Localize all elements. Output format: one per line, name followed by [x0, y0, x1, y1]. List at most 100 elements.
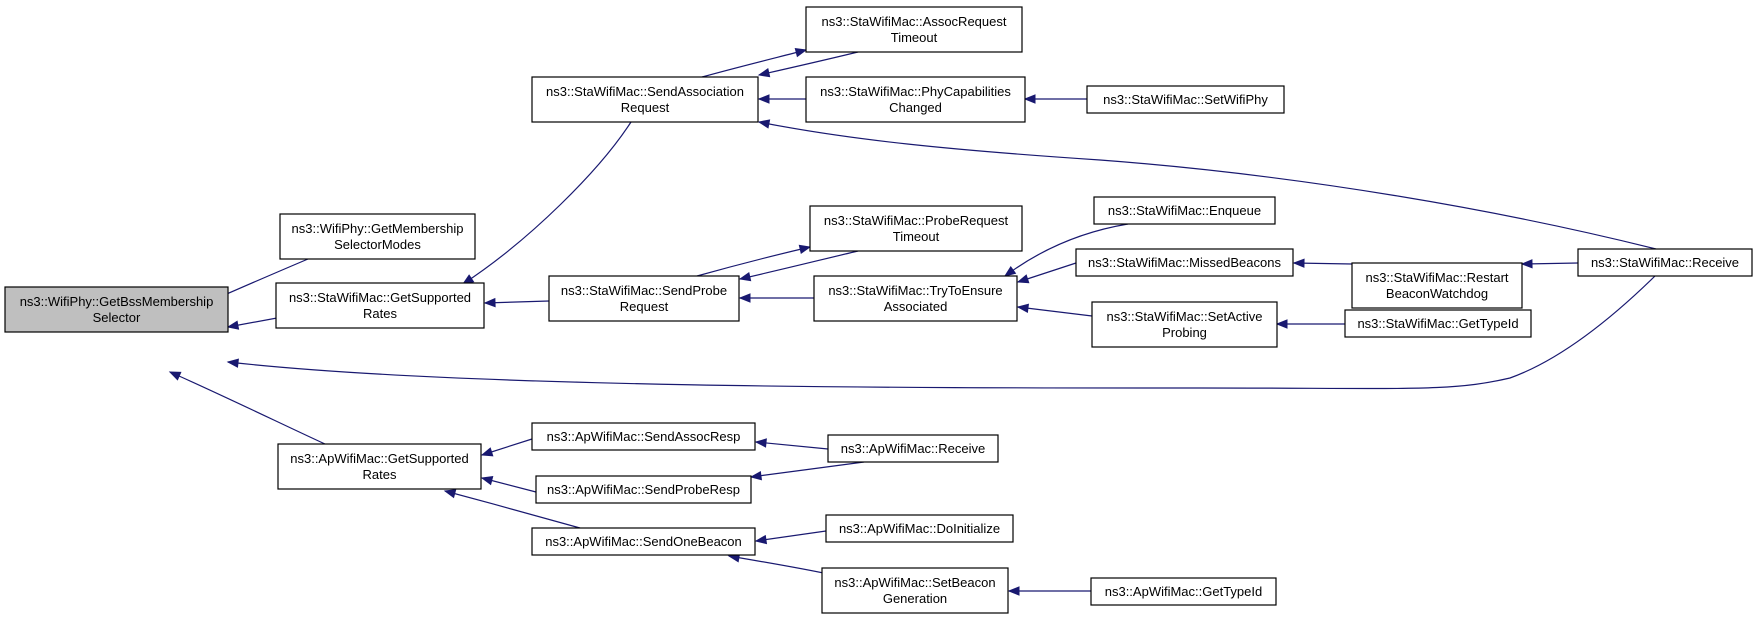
- edge-ap_doinit-to-ap_sob: [755, 530, 827, 542]
- node-box: [825, 514, 1014, 543]
- edge-sta_sar-to-sta_art: [701, 49, 807, 78]
- node-label: ns3::ApWifiMac::SetBeacon: [834, 575, 995, 590]
- edge-ap_recv-to-ap_spr: [750, 461, 865, 478]
- node-ap_doinit[interactable]: ns3::ApWifiMac::DoInitialize: [825, 514, 1014, 543]
- edge-ap_sbg-to-ap_sob: [728, 555, 829, 575]
- node-label: ns3::StaWifiMac::SetWifiPhy: [1103, 92, 1268, 107]
- node-label: ns3::ApWifiMac::SendAssocResp: [547, 429, 741, 444]
- edge-sta_sap-to-sta_ttea: [1017, 306, 1093, 317]
- edge-sta_recv-to-sta_sar: [758, 121, 1657, 250]
- node-box: [535, 475, 752, 504]
- node-box: [4, 286, 229, 333]
- node-label: ns3::ApWifiMac::Receive: [841, 441, 986, 456]
- node-sta_enq[interactable]: ns3::StaWifiMac::Enqueue: [1093, 196, 1276, 225]
- node-box: [279, 213, 476, 260]
- node-label: ns3::StaWifiMac::PhyCapabilities: [820, 84, 1011, 99]
- node-label: Changed: [889, 100, 942, 115]
- arrowhead-sta_ttea-to-sta_spr: [738, 293, 751, 303]
- nodes-layer: ns3::WifiPhy::GetBssMembershipSelectorns…: [4, 6, 1753, 614]
- arrowhead-sta_recv-to-sta_rbw: [1520, 259, 1533, 269]
- node-label: Request: [620, 299, 669, 314]
- arrowhead-sta_sap-to-sta_ttea: [1016, 303, 1029, 313]
- node-box: [1351, 262, 1523, 309]
- node-box: [1091, 301, 1278, 348]
- node-box: [277, 443, 482, 490]
- node-label: ns3::StaWifiMac::TryToEnsure: [828, 283, 1002, 298]
- node-box: [805, 6, 1023, 53]
- node-box: [531, 422, 756, 451]
- node-label: ns3::StaWifiMac::ProbeRequest: [824, 213, 1009, 228]
- arrowhead-sta_sar-to-sta_art: [794, 48, 808, 58]
- node-box: [275, 282, 485, 329]
- arrowhead-sta_spr-to-sta_gsr: [483, 297, 496, 308]
- edge-sta_recv-to-root: [227, 275, 1656, 390]
- arrowhead-ap_gsr-to-root: [168, 371, 182, 381]
- node-sta_swp[interactable]: ns3::StaWifiMac::SetWifiPhy: [1086, 85, 1285, 114]
- node-label: ns3::WifiPhy::GetMembership: [292, 221, 464, 236]
- node-sta_mb[interactable]: ns3::StaWifiMac::MissedBeacons: [1075, 248, 1294, 277]
- node-box: [827, 434, 999, 463]
- arrowhead-ap_recv-to-ap_spr: [749, 470, 763, 481]
- node-sta_recv[interactable]: ns3::StaWifiMac::Receive: [1577, 248, 1753, 277]
- node-sta_gti[interactable]: ns3::StaWifiMac::GetTypeId: [1344, 309, 1532, 338]
- node-label: Rates: [363, 467, 397, 482]
- arrowhead-sta_mb-to-sta_ttea: [1016, 274, 1030, 284]
- arrowhead-sta_recv-to-root: [226, 358, 239, 368]
- node-box: [805, 76, 1026, 123]
- node-label: ns3::StaWifiMac::SendAssociation: [546, 84, 744, 99]
- node-label: ns3::StaWifiMac::GetTypeId: [1357, 316, 1518, 331]
- node-box: [1093, 196, 1276, 225]
- edge-sta_spr-to-sta_gsr: [484, 300, 550, 304]
- arrowhead-ap_spr-to-ap_gsr: [480, 476, 494, 486]
- edge-sta_art-to-sta_sar: [758, 51, 859, 76]
- edges-layer: [164, 48, 1657, 596]
- arrowhead-sta_enq-to-sta_ttea: [1003, 265, 1017, 277]
- node-box: [813, 275, 1018, 322]
- arrowhead-ap_sar-to-ap_gsr: [480, 447, 494, 457]
- node-label: ns3::ApWifiMac::SendOneBeacon: [545, 534, 742, 549]
- node-label: Timeout: [891, 30, 938, 45]
- edge-sta_spr-to-sta_prt: [696, 246, 811, 277]
- node-label: ns3::ApWifiMac::GetTypeId: [1105, 584, 1263, 599]
- node-label: ns3::StaWifiMac::Restart: [1365, 270, 1508, 285]
- node-box: [548, 275, 740, 322]
- node-label: Generation: [883, 591, 947, 606]
- node-ap_recv[interactable]: ns3::ApWifiMac::Receive: [827, 434, 999, 463]
- node-box: [1577, 248, 1753, 277]
- node-label: ns3::StaWifiMac::Enqueue: [1108, 203, 1261, 218]
- arrowhead-sta_rbw-to-sta_mb: [1292, 258, 1305, 268]
- node-label: Selector: [93, 310, 141, 325]
- node-box: [1086, 85, 1285, 114]
- node-ap_sob[interactable]: ns3::ApWifiMac::SendOneBeacon: [531, 527, 756, 556]
- arrowhead-sta_gsr-to-root: [226, 320, 240, 330]
- node-label: ns3::StaWifiMac::AssocRequest: [822, 14, 1007, 29]
- edge-sta_prt-to-sta_spr: [739, 250, 859, 280]
- node-label: ns3::StaWifiMac::MissedBeacons: [1088, 255, 1281, 270]
- node-label: Request: [621, 100, 670, 115]
- arrowhead-ap_gti-to-ap_sbg: [1007, 586, 1020, 596]
- node-ap_spr[interactable]: ns3::ApWifiMac::SendProbeResp: [535, 475, 752, 504]
- node-label: Rates: [363, 306, 397, 321]
- node-box: [821, 567, 1009, 614]
- node-ap_sar[interactable]: ns3::ApWifiMac::SendAssocResp: [531, 422, 756, 451]
- arrowhead-sta_art-to-sta_sar: [757, 68, 771, 78]
- node-label: ns3::WifiPhy::GetBssMembership: [20, 294, 214, 309]
- node-label: Timeout: [893, 229, 940, 244]
- node-ap_gti[interactable]: ns3::ApWifiMac::GetTypeId: [1090, 577, 1277, 606]
- node-box: [809, 205, 1023, 252]
- node-box: [531, 527, 756, 556]
